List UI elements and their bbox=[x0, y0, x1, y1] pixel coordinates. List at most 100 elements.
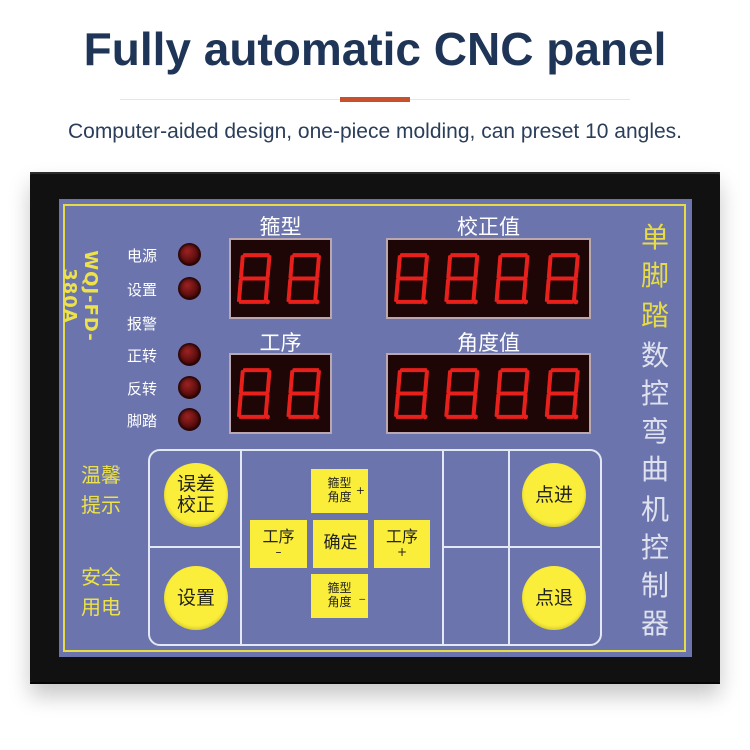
jog-forward-button[interactable]: 点进 bbox=[522, 463, 586, 527]
led-segment bbox=[265, 255, 272, 279]
button-label: 误差 bbox=[176, 473, 215, 496]
angle-display bbox=[386, 353, 591, 434]
led-segment bbox=[521, 393, 528, 417]
confirm-button[interactable]: 确定 bbox=[313, 520, 368, 568]
led-decimal-point bbox=[314, 414, 320, 420]
button-label: 工序 bbox=[385, 526, 418, 546]
led-segment bbox=[263, 393, 270, 417]
led-segment bbox=[500, 368, 528, 373]
led-segment bbox=[544, 278, 551, 302]
led-segment bbox=[444, 278, 451, 302]
vertical-title-char: 机 bbox=[641, 493, 670, 526]
indicator-label-footswitch: 脚踏 bbox=[127, 412, 158, 430]
led-segment bbox=[240, 391, 268, 396]
led-segment bbox=[550, 253, 578, 258]
led-segment bbox=[394, 278, 400, 302]
led-segment bbox=[397, 276, 426, 281]
led-decimal-point bbox=[472, 299, 478, 305]
led-segment bbox=[265, 370, 272, 394]
keypad-divider bbox=[508, 451, 510, 644]
hoop-angle-up-button[interactable]: 箍型角度 + bbox=[311, 469, 368, 513]
led-segment bbox=[288, 414, 316, 419]
seven-segment-digit bbox=[394, 368, 429, 420]
minus-sign: _ bbox=[359, 587, 366, 600]
led-segment bbox=[238, 299, 266, 304]
led-decimal-point bbox=[573, 414, 579, 420]
vertical-title-char: 踏 bbox=[641, 299, 670, 332]
led-segment bbox=[498, 391, 526, 396]
led-segment bbox=[546, 370, 553, 394]
led-decimal-point bbox=[573, 299, 579, 305]
led-segment bbox=[496, 414, 524, 419]
power-lamp bbox=[178, 243, 201, 266]
led-segment bbox=[237, 278, 243, 302]
step-plus-button[interactable]: 工序+ bbox=[374, 520, 430, 568]
display-title-step: 工序 bbox=[259, 331, 302, 355]
led-segment bbox=[423, 370, 429, 394]
led-segment bbox=[450, 368, 478, 373]
led-segment bbox=[546, 414, 574, 419]
seven-segment-digit bbox=[286, 253, 321, 305]
led-segment bbox=[315, 370, 321, 394]
indicator-label-reverse: 反转 bbox=[127, 380, 158, 398]
led-segment bbox=[394, 393, 400, 417]
display-title-angle: 角度值 bbox=[457, 331, 520, 355]
button-label: 设置 bbox=[176, 586, 215, 609]
title-divider-accent bbox=[340, 97, 410, 102]
led-decimal-point bbox=[422, 299, 428, 305]
seven-segment-digit bbox=[237, 253, 272, 305]
led-segment bbox=[399, 368, 428, 373]
button-label: 角度 bbox=[327, 490, 352, 504]
led-segment bbox=[421, 393, 428, 417]
vertical-title-char: 单 bbox=[641, 221, 670, 254]
led-segment bbox=[313, 278, 319, 302]
led-segment bbox=[500, 253, 528, 258]
led-segment bbox=[546, 299, 574, 304]
seven-segment-digit bbox=[286, 368, 321, 420]
error-correction-button[interactable]: 误差校正 bbox=[164, 463, 228, 527]
led-segment bbox=[288, 299, 316, 304]
controller-frame bbox=[63, 204, 686, 652]
led-segment bbox=[315, 255, 321, 279]
led-segment bbox=[523, 370, 530, 394]
indicator-label-forward: 正转 bbox=[127, 347, 158, 365]
led-segment bbox=[444, 393, 451, 417]
led-segment bbox=[397, 391, 426, 396]
led-segment bbox=[238, 370, 245, 394]
led-decimal-point bbox=[523, 299, 529, 305]
button-label: 点退 bbox=[534, 586, 573, 609]
led-decimal-point bbox=[422, 414, 428, 420]
led-decimal-point bbox=[523, 414, 529, 420]
seven-segment-digit bbox=[494, 368, 530, 420]
safety-line: 安全 bbox=[81, 565, 121, 589]
jog-back-button[interactable]: 点退 bbox=[522, 566, 586, 630]
hoop-angle-down-button[interactable]: 箍型角度 _ bbox=[311, 574, 368, 618]
vertical-title-char: 数 bbox=[641, 339, 670, 372]
led-segment bbox=[242, 368, 270, 373]
led-segment bbox=[395, 414, 424, 419]
hoop-display bbox=[229, 238, 332, 319]
led-decimal-point bbox=[314, 299, 320, 305]
led-segment bbox=[240, 276, 268, 281]
led-segment bbox=[471, 393, 478, 417]
step-minus-button[interactable]: 工序– bbox=[250, 520, 307, 568]
led-segment bbox=[471, 278, 478, 302]
led-segment bbox=[550, 368, 578, 373]
led-segment bbox=[396, 255, 402, 279]
led-decimal-point bbox=[265, 299, 270, 305]
led-segment bbox=[573, 255, 580, 279]
led-segment bbox=[446, 370, 453, 394]
settings-button[interactable]: 设置 bbox=[164, 566, 228, 630]
led-segment bbox=[290, 276, 318, 281]
page-title: Fully automatic CNC panel bbox=[83, 23, 667, 75]
led-segment bbox=[288, 370, 295, 394]
seven-segment-digit bbox=[394, 253, 429, 305]
button-label: 点进 bbox=[534, 483, 573, 506]
led-segment bbox=[446, 299, 474, 304]
button-label: 校正 bbox=[176, 494, 215, 516]
vertical-title-char: 弯 bbox=[641, 415, 670, 448]
indicator-label-setting: 设置 bbox=[127, 281, 158, 299]
led-segment bbox=[446, 255, 453, 279]
keypad-divider bbox=[150, 546, 240, 548]
seven-segment-digit bbox=[237, 368, 272, 420]
